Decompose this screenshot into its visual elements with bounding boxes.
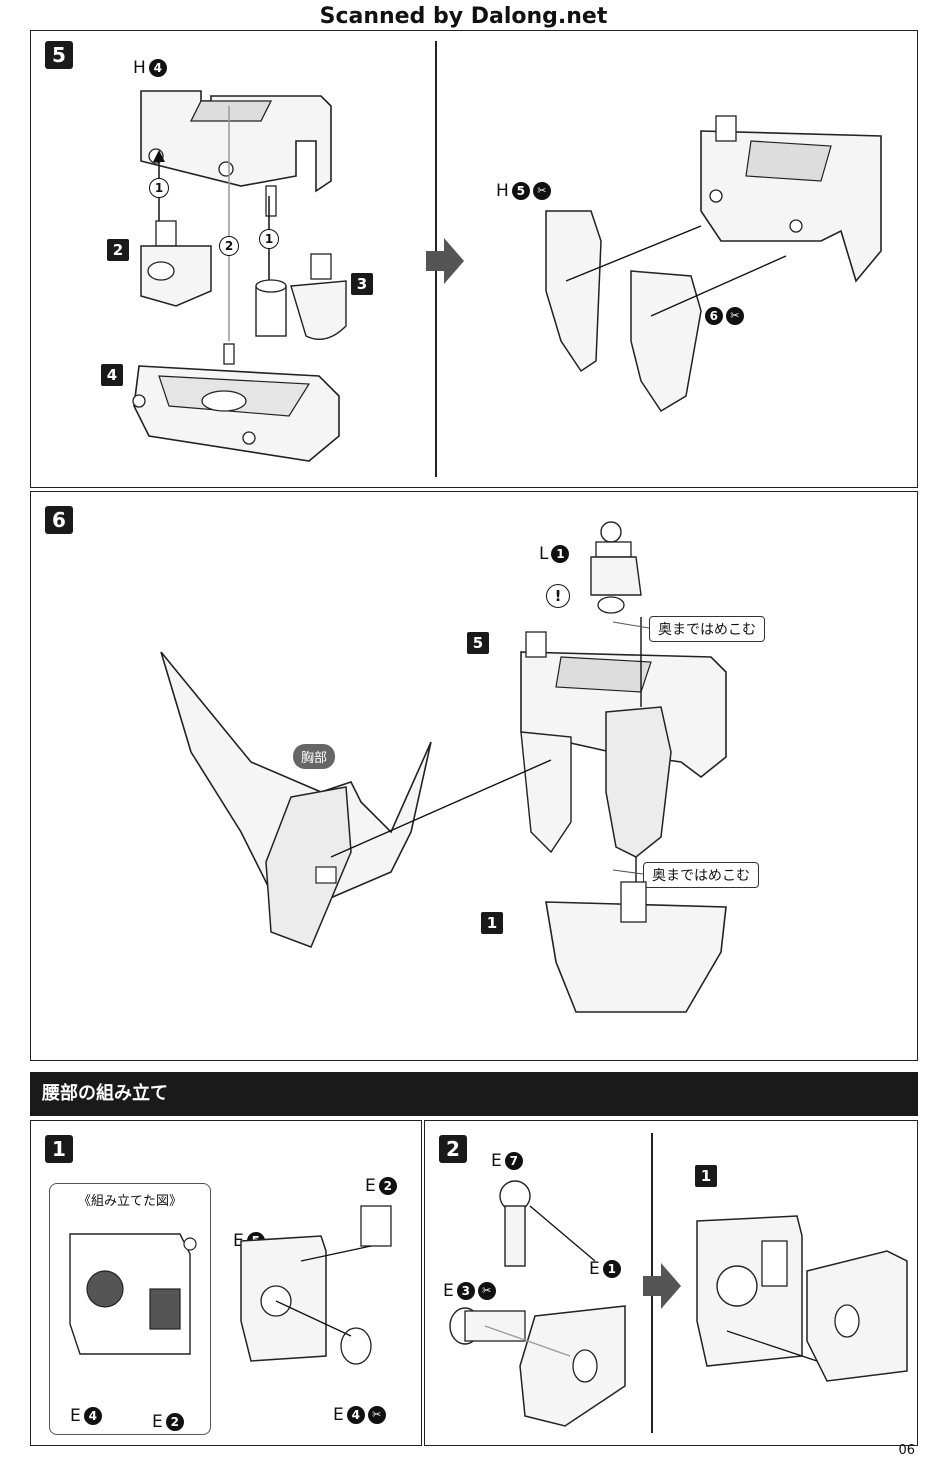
callout-insert-fully-top: 奥まではめこむ bbox=[649, 616, 765, 642]
part-number: 2 bbox=[378, 1177, 397, 1195]
part-h4-drawing bbox=[140, 90, 332, 217]
next-arrow-icon bbox=[426, 238, 464, 284]
part-number: 4 bbox=[83, 1407, 102, 1425]
part-l1-drawing bbox=[590, 521, 642, 614]
watermark: Scanned by Dalong.net bbox=[319, 4, 608, 29]
part-number: 4 bbox=[346, 1406, 365, 1424]
waist-step1-panel: 1 《組み立てた図》 E4 E2 E2 E5 E4✂ bbox=[30, 1120, 422, 1446]
part-number: 2 bbox=[165, 1413, 184, 1431]
part-letter: E bbox=[443, 1281, 454, 1301]
part-letter: E bbox=[70, 1406, 81, 1426]
page-number: 06 bbox=[898, 1443, 915, 1458]
step-number: 5 bbox=[45, 41, 73, 69]
waist-step2-result-drawing bbox=[696, 1215, 908, 1382]
part-4-drawing bbox=[132, 343, 340, 462]
part-letter: E bbox=[233, 1231, 244, 1251]
chest-arrow bbox=[330, 621, 650, 875]
part-number: 1 bbox=[551, 545, 570, 563]
order-number: 2 bbox=[219, 236, 239, 256]
part-3-drawing bbox=[255, 253, 347, 340]
part-number-5: 5 bbox=[467, 632, 489, 654]
gate-cut-icon: ✂ bbox=[532, 182, 551, 200]
step-number: 2 bbox=[439, 1135, 467, 1163]
part-number: 5 bbox=[511, 182, 530, 200]
caution-icon: ! bbox=[546, 584, 570, 608]
part-number-1: 1 bbox=[481, 912, 503, 934]
section-title: 腰部の組み立て bbox=[30, 1072, 918, 1116]
step-number: 1 bbox=[45, 1135, 73, 1163]
part-number-4: 4 bbox=[101, 364, 123, 386]
part-number: 3 bbox=[456, 1282, 475, 1300]
part-number: 1 bbox=[602, 1260, 621, 1278]
assembled-waist-drawing bbox=[545, 115, 882, 413]
step-number: 6 bbox=[45, 506, 73, 534]
part-number: 7 bbox=[504, 1152, 523, 1170]
assembled-body-drawing bbox=[520, 617, 727, 1013]
next-arrow-icon bbox=[643, 1263, 681, 1309]
part-letter: H bbox=[496, 181, 509, 201]
chest-drawing bbox=[160, 651, 432, 948]
reference-part-1: 1 bbox=[695, 1165, 717, 1187]
part-letter: L bbox=[539, 544, 549, 564]
part-letter: E bbox=[365, 1176, 376, 1196]
part-number-3: 3 bbox=[351, 273, 373, 295]
waist-step2-drawing bbox=[449, 1180, 626, 1427]
part-letter: E bbox=[152, 1412, 163, 1432]
part-letter: E bbox=[589, 1259, 600, 1279]
inset-title: 《組み立てた図》 bbox=[77, 1194, 182, 1209]
part-2-drawing bbox=[140, 220, 212, 307]
gate-cut-icon: ✂ bbox=[367, 1406, 386, 1424]
order-badge: 1 bbox=[149, 178, 169, 198]
part-number-2: 2 bbox=[107, 239, 129, 261]
gate-cut-icon: ✂ bbox=[725, 307, 744, 325]
callout-insert-fully-bottom: 奥まではめこむ bbox=[643, 862, 759, 888]
part-number: 4 bbox=[148, 59, 167, 77]
assembled-view-drawing bbox=[69, 1233, 197, 1355]
order-badge: 1 bbox=[259, 229, 279, 249]
part-letter: E bbox=[333, 1405, 344, 1425]
part-number: 6 bbox=[704, 307, 723, 325]
order-badge: 2 bbox=[219, 236, 239, 256]
part-letter: E bbox=[491, 1151, 502, 1171]
part-letter: H bbox=[133, 58, 146, 78]
order-number: 1 bbox=[259, 229, 279, 249]
order-number: 1 bbox=[149, 178, 169, 198]
gate-cut-icon: ✂ bbox=[477, 1282, 496, 1300]
waist-step1-drawing bbox=[240, 1205, 392, 1365]
chest-badge: 胸部 bbox=[293, 744, 336, 769]
